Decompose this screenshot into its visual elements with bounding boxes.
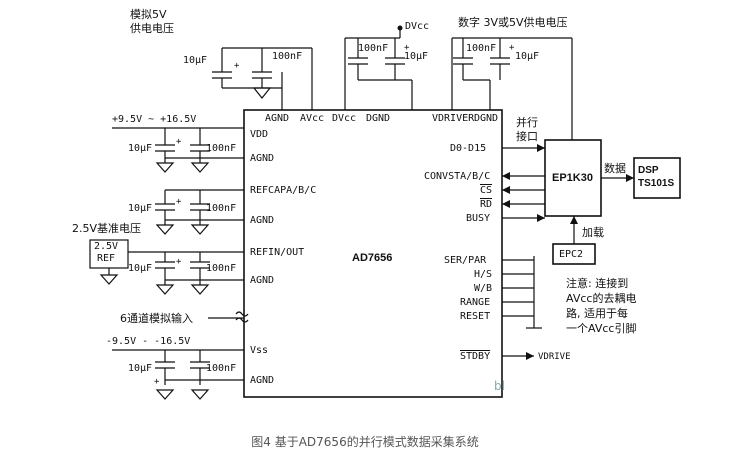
cap-l8-value: 100nF [206, 363, 237, 374]
pin-agnd-1: AGND [250, 153, 275, 164]
dsp-box [633, 157, 681, 199]
cap-l6-value: 100nF [206, 263, 237, 274]
gnd-ref [99, 274, 119, 285]
vdrive-label: VDRIVE [538, 352, 571, 362]
cap-l1-value: 10μF [128, 143, 153, 154]
analog-input-label: 6通道模拟输入 [120, 312, 193, 325]
pin-avcc: AVcc [300, 113, 325, 124]
pin-dvcc: DVcc [332, 113, 357, 124]
cap-v2-value: 10μF [515, 51, 540, 62]
cap-l5-value: 10μF [128, 263, 153, 274]
pin-d0-d15: D0-D15 [450, 143, 487, 154]
cap-l2-value: 100nF [206, 143, 237, 154]
pin-vdd: VDD [250, 129, 269, 140]
pin-reset: RESET [460, 311, 491, 322]
d0-d15-arrow [537, 144, 545, 152]
pin-w-b: W/B [474, 283, 493, 294]
pin-convst: CONVSTA/B/C [424, 171, 491, 182]
rd-arrow [502, 200, 510, 208]
gnd-l7 [155, 389, 175, 400]
pin-dgnd: DGND [366, 113, 391, 124]
ref-voltage-label: 2.5V基准电压 [72, 222, 142, 235]
cap-d2-value: 10μF [404, 51, 429, 62]
vdd-range-label: +9.5V ~ +16.5V [112, 114, 197, 125]
pin-refin: REFIN/OUT [250, 247, 305, 258]
cs-arrow [502, 186, 510, 194]
dvcc-dot [397, 25, 403, 31]
data-arrow [626, 174, 634, 182]
pin-rd: RD [480, 199, 493, 210]
cap-l4-value: 100nF [206, 203, 237, 214]
pin-agnd-top: AGND [265, 113, 290, 124]
cap-l5-polarity: + [176, 257, 182, 267]
pin-busy: BUSY [466, 213, 491, 224]
watermark: bl [494, 379, 505, 393]
cap-l3-value: 10μF [128, 203, 153, 214]
pin-agnd-3: AGND [250, 275, 275, 286]
pin-ser-par: SER/PAR [444, 255, 487, 266]
cap-v1-value: 100nF [466, 43, 497, 54]
stdby-arrow [526, 352, 534, 360]
decoupling-note: 注意: 连接到 AVcc的去耦电 路, 适用于每 一个AVcc引脚 [566, 277, 637, 335]
gnd-l4 [190, 224, 210, 235]
gnd-l3 [155, 224, 175, 235]
gnd-l6 [190, 284, 210, 295]
prom-label: EPC2 [559, 249, 584, 260]
load-label: 加载 [582, 226, 604, 239]
chip-name: AD7656 [352, 252, 393, 264]
cap-d2-polarity: + [404, 43, 410, 53]
pin-agnd-2: AGND [250, 215, 275, 226]
vss-range-label: -9.5V - -16.5V [106, 336, 191, 347]
cap-a2-value: 100nF [272, 51, 303, 62]
cap-a1-value: 10μF [183, 55, 208, 66]
gnd-l2 [190, 162, 210, 173]
pin-dgnd-2: DGND [474, 113, 499, 124]
cap-l7-value: 10μF [128, 363, 153, 374]
cap-d1-value: 100nF [358, 43, 389, 54]
parallel-port-label: 并行 接口 [516, 116, 538, 143]
convst-arrow [502, 172, 510, 180]
cap-v2-polarity: + [509, 43, 515, 53]
pin-vss: Vss [250, 345, 269, 356]
cap-l7-polarity: + [154, 377, 160, 387]
cap-a1-polarity: + [234, 61, 240, 71]
pin-agnd-4: AGND [250, 375, 275, 386]
cap-l3-polarity: + [176, 197, 182, 207]
analog-supply-label: 模拟5V 供电电压 [130, 8, 174, 35]
data-label: 数据 [604, 162, 626, 175]
pin-vdriver: VDRIVER [432, 113, 475, 124]
digital-supply-label: 数字 3V或5V供电电压 [458, 16, 568, 29]
ref-box-label: 2.5V REF [94, 241, 119, 264]
dvcc-label: DVcc [405, 21, 430, 32]
pin-range: RANGE [460, 297, 491, 308]
pin-h-s: H/S [474, 269, 493, 280]
busy-arrow [537, 214, 545, 222]
pin-stdby: STDBY [460, 351, 491, 362]
ground-symbol-top [252, 87, 272, 99]
gnd-l5 [155, 284, 175, 295]
dsp-label: DSP TS101S [638, 165, 675, 189]
load-arrow [570, 216, 578, 224]
figure-caption: 图4 基于AD7656的并行模式数据采集系统 [251, 435, 479, 449]
gnd-l1 [155, 162, 175, 173]
pin-cs: CS [480, 185, 493, 196]
ac-symbol-2 [235, 317, 249, 323]
pin-refcap: REFCAPA/B/C [250, 185, 317, 196]
ad7656-chip-body [243, 109, 503, 398]
gnd-l8 [190, 389, 210, 400]
ac-symbol-1 [235, 311, 249, 317]
fpga-label: EP1K30 [552, 172, 593, 184]
cap-l1-polarity: + [176, 137, 182, 147]
